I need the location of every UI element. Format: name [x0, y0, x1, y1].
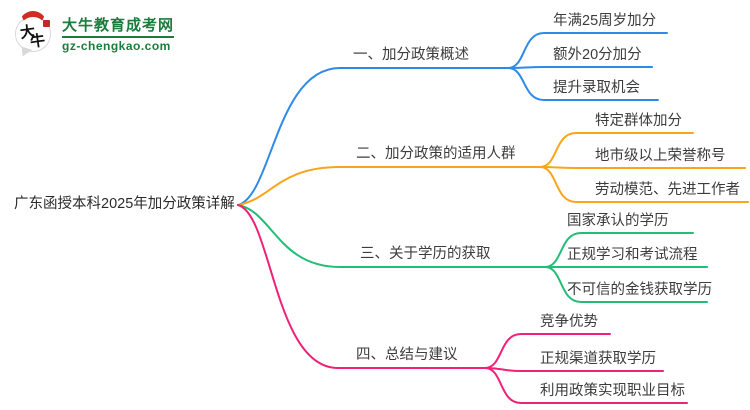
- branch-node-3[interactable]: 三、关于学历的获取: [360, 246, 491, 262]
- branch-3-child-1-line: [544, 232, 694, 268]
- branch-1-child-2-line: [507, 66, 653, 69]
- child-node-3-2[interactable]: 正规学习和考试流程: [567, 247, 698, 263]
- branch-1-child-3-line: [507, 67, 659, 101]
- branch-3-line: [237, 204, 546, 268]
- branch-3-child-3-line: [544, 266, 708, 303]
- branch-1-line: [237, 67, 509, 206]
- root-node[interactable]: 广东函授本科2025年加分政策详解: [14, 196, 235, 212]
- child-node-2-1[interactable]: 特定群体加分: [595, 113, 682, 129]
- branch-4-line: [237, 204, 486, 369]
- red-seal-icon: [43, 20, 50, 27]
- branch-node-4[interactable]: 四、总结与建议: [356, 347, 458, 363]
- child-node-2-2[interactable]: 地市级以上荣誉称号: [595, 148, 726, 164]
- child-node-1-1[interactable]: 年满25周岁加分: [553, 13, 657, 29]
- child-node-2-3[interactable]: 劳动模范、先进工作者: [595, 182, 740, 198]
- site-url: gz-chengkao.com: [62, 35, 175, 53]
- branch-2-child-3-line: [539, 166, 749, 203]
- branch-4-child-1-line: [484, 333, 611, 369]
- branch-2-line: [237, 166, 541, 206]
- branch-2-child-1-line: [539, 132, 694, 168]
- child-node-1-2[interactable]: 额外20分加分: [553, 47, 642, 63]
- child-node-4-1[interactable]: 竞争优势: [540, 314, 598, 330]
- child-node-3-3[interactable]: 不可信的金钱获取学历: [567, 282, 712, 298]
- branch-1-child-1-line: [507, 32, 668, 69]
- branch-node-2[interactable]: 二、加分政策的适用人群: [356, 146, 516, 162]
- site-name: 大牛教育成考网: [62, 16, 175, 34]
- branch-4-child-3-line: [484, 367, 688, 404]
- child-node-4-2[interactable]: 正规渠道获取学历: [540, 351, 656, 367]
- branch-node-1[interactable]: 一、加分政策概述: [353, 47, 469, 63]
- red-arc-shape: [19, 11, 47, 27]
- child-node-1-3[interactable]: 提升录取机会: [553, 80, 640, 96]
- logo-text-block: 大牛教育成考网 gz-chengkao.com: [62, 16, 175, 53]
- branch-2-child-2-line: [539, 166, 746, 169]
- bull-mascot-icon: 大 牛: [14, 11, 56, 59]
- child-node-3-1[interactable]: 国家承认的学历: [567, 213, 669, 229]
- child-node-4-3[interactable]: 利用政策实现职业目标: [540, 383, 685, 399]
- branch-4-child-2-line: [484, 367, 664, 372]
- site-logo[interactable]: 大 牛 大牛教育成考网 gz-chengkao.com: [14, 11, 175, 59]
